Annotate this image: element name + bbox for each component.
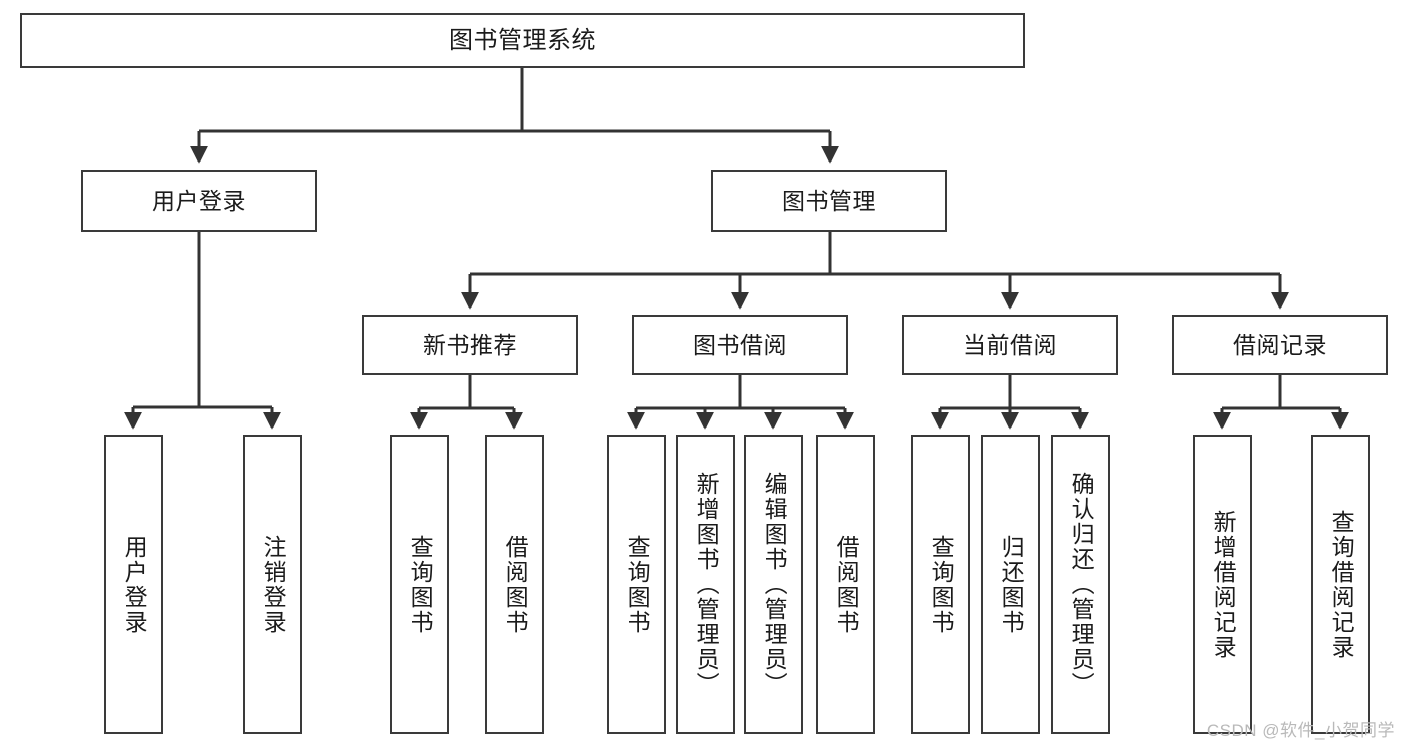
node-label: 当前借阅 <box>963 331 1057 358</box>
node-book-management[interactable]: 图书管理 <box>711 170 947 232</box>
node-label: 注销登录 <box>260 534 287 635</box>
node-label: 图书管理 <box>782 187 876 214</box>
node-label: 新增借阅记录 <box>1210 509 1237 660</box>
leaf-borrow-book-new[interactable]: 借阅图书 <box>485 435 544 734</box>
node-label: 图书管理系统 <box>449 26 596 54</box>
node-label: 查询图书 <box>928 534 955 635</box>
node-label: 归还图书 <box>998 534 1025 635</box>
node-label: 新书推荐 <box>423 331 517 358</box>
node-borrow-record[interactable]: 借阅记录 <box>1172 315 1388 375</box>
leaf-query-borrow-record[interactable]: 查询借阅记录 <box>1311 435 1370 734</box>
node-label: 查询借阅记录 <box>1328 509 1355 660</box>
node-label: 用户登录 <box>152 187 246 214</box>
node-label: 图书借阅 <box>693 331 787 358</box>
node-label: 查询图书 <box>624 534 651 635</box>
node-book-borrow[interactable]: 图书借阅 <box>632 315 848 375</box>
leaf-add-book-admin[interactable]: 新增图书（管理员） <box>676 435 735 734</box>
leaf-confirm-return-admin[interactable]: 确认归还（管理员） <box>1051 435 1110 734</box>
leaf-return-book[interactable]: 归还图书 <box>981 435 1040 734</box>
node-label: 借阅记录 <box>1233 331 1327 358</box>
watermark: CSDN @软件_小贺同学 <box>1206 721 1395 740</box>
node-current-borrow[interactable]: 当前借阅 <box>902 315 1118 375</box>
leaf-add-borrow-record[interactable]: 新增借阅记录 <box>1193 435 1252 734</box>
node-new-book-recommendation[interactable]: 新书推荐 <box>362 315 578 375</box>
node-label: 新增图书（管理员） <box>693 472 720 697</box>
node-label: 用户登录 <box>121 534 148 635</box>
leaf-borrow-book[interactable]: 借阅图书 <box>816 435 875 734</box>
node-label: 确认归还（管理员） <box>1068 472 1095 697</box>
leaf-query-book-current[interactable]: 查询图书 <box>911 435 970 734</box>
node-label: 查询图书 <box>407 534 434 635</box>
leaf-edit-book-admin[interactable]: 编辑图书（管理员） <box>744 435 803 734</box>
node-label: 借阅图书 <box>833 534 860 635</box>
leaf-logout[interactable]: 注销登录 <box>243 435 302 734</box>
node-user-login[interactable]: 用户登录 <box>81 170 317 232</box>
leaf-query-book-new[interactable]: 查询图书 <box>390 435 449 734</box>
leaf-user-login[interactable]: 用户登录 <box>104 435 163 734</box>
node-label: 借阅图书 <box>502 534 529 635</box>
node-root-book-management-system[interactable]: 图书管理系统 <box>20 13 1025 68</box>
node-label: 编辑图书（管理员） <box>761 472 788 697</box>
leaf-query-book-borrow[interactable]: 查询图书 <box>607 435 666 734</box>
